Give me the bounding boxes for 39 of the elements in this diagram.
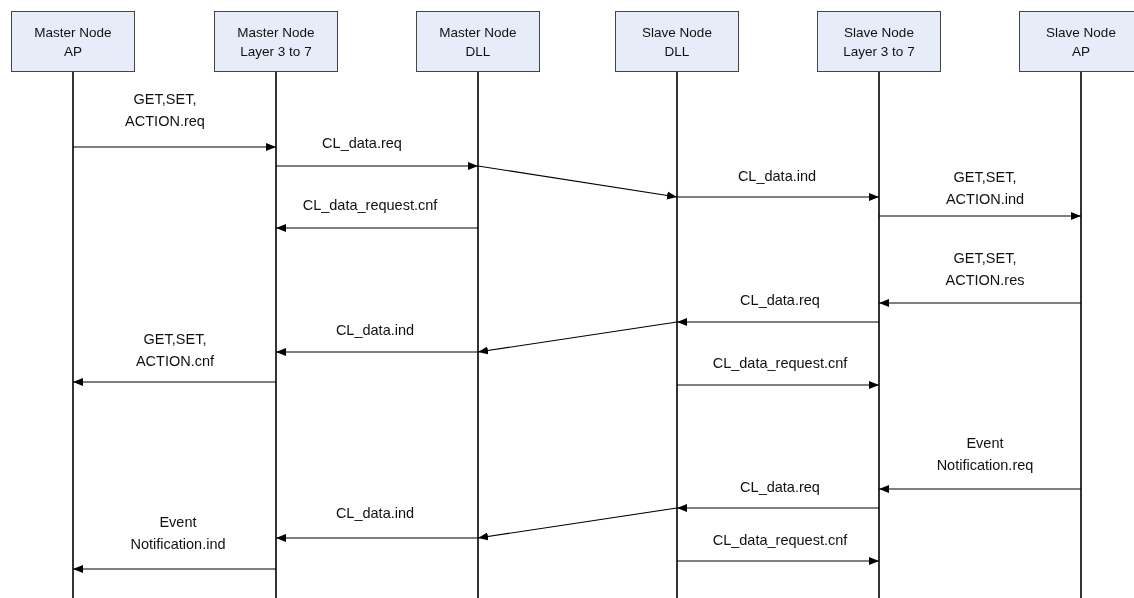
lifeline-header-box: Master Node DLL xyxy=(416,11,540,72)
lifeline-header-box: Slave Node DLL xyxy=(615,11,739,72)
message-arrow xyxy=(477,507,678,541)
message-label: CL_data.req xyxy=(739,478,821,497)
message-arrow xyxy=(477,321,678,355)
message-label: CL_data.req xyxy=(739,291,821,310)
message-label: CL_data.ind xyxy=(334,504,416,523)
message-arrow xyxy=(676,557,880,565)
message-label: CL_data.ind xyxy=(334,321,416,340)
message-arrow xyxy=(676,193,880,201)
message-arrow xyxy=(275,534,479,542)
message-label: CL_data_request.cnf xyxy=(711,531,849,550)
message-arrow xyxy=(275,348,479,356)
message-arrow xyxy=(878,485,1082,493)
message-label: CL_data.req xyxy=(321,134,403,153)
message-arrow xyxy=(72,143,277,151)
lifeline-header-box: Slave Node AP xyxy=(1019,11,1134,72)
lifeline-header-box: Slave Node Layer 3 to 7 xyxy=(817,11,941,72)
message-arrow xyxy=(878,212,1082,220)
lifeline-header-box: Master Node AP xyxy=(11,11,135,72)
message-arrow xyxy=(676,318,880,326)
lifeline-header-box: Master Node Layer 3 to 7 xyxy=(214,11,338,72)
message-label: CL_data_request.cnf xyxy=(301,196,439,215)
message-label: GET,SET, ACTION.cnf xyxy=(134,330,216,371)
message-label: Event Notification.req xyxy=(935,434,1035,475)
message-label: Event Notification.ind xyxy=(129,513,227,554)
message-arrow xyxy=(477,165,678,200)
message-arrow xyxy=(275,224,479,232)
message-arrow xyxy=(275,162,479,170)
message-arrow xyxy=(72,565,277,573)
message-label: CL_data.ind xyxy=(736,167,818,186)
message-arrow xyxy=(676,504,880,512)
message-arrow xyxy=(72,378,277,386)
message-arrow xyxy=(676,381,880,389)
message-label: GET,SET, ACTION.res xyxy=(944,249,1026,290)
message-arrow xyxy=(878,299,1082,307)
message-label: GET,SET, ACTION.ind xyxy=(944,168,1026,209)
message-label: CL_data_request.cnf xyxy=(711,354,849,373)
message-label: GET,SET, ACTION.req xyxy=(124,90,206,131)
